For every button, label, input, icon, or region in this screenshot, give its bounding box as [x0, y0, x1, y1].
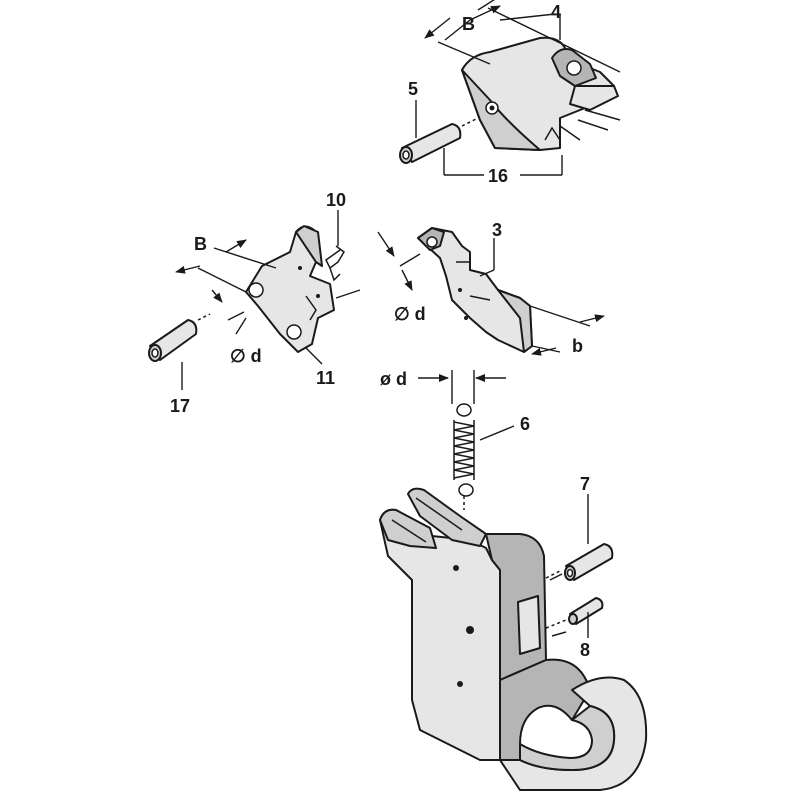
assembly-guide-lines [463, 496, 567, 629]
label-part-6: 6 [520, 414, 530, 434]
part-17-sleeve [148, 313, 211, 362]
part-4-housing [461, 36, 621, 151]
label-part-10: 10 [326, 190, 346, 210]
dim-b [529, 305, 605, 356]
hook-body [379, 487, 648, 791]
label-part-17: 17 [170, 396, 190, 416]
label-part-8: 8 [580, 640, 590, 660]
dim-16 [443, 148, 563, 176]
leader-part-3b [479, 269, 495, 277]
label-dim-B-left: B [194, 234, 207, 254]
leader-part-6 [479, 425, 515, 441]
label-part-4: 4 [551, 2, 561, 22]
part-5-sleeve [399, 117, 479, 164]
label-part-5: 5 [408, 79, 418, 99]
part-10-spring-clip [325, 245, 345, 282]
label-part-16: 16 [488, 166, 508, 186]
part-6-spring [453, 403, 475, 497]
part-8-pin [568, 597, 604, 625]
part-11-bracket [245, 225, 335, 353]
dim-d-spring [418, 370, 506, 404]
dim-B-top [424, 0, 621, 73]
dim-B-left [175, 239, 277, 303]
leader-part-11 [305, 347, 323, 365]
label-dim-d-spring: ø d [380, 369, 407, 389]
label-dim-d-right: ∅ d [394, 304, 426, 324]
label-dim-B-top: B [462, 14, 475, 34]
part-3-latch [417, 227, 533, 353]
label-part-3: 3 [492, 220, 502, 240]
leader-part-11-side [335, 289, 361, 299]
label-part-7: 7 [580, 474, 590, 494]
dim-d-left [227, 311, 247, 335]
part-7-sleeve [564, 543, 614, 581]
label-part-11: 11 [316, 368, 335, 388]
dim-d-right [377, 231, 421, 291]
label-dim-d-left: ∅ d [230, 346, 262, 366]
label-dim-b: b [572, 336, 583, 356]
